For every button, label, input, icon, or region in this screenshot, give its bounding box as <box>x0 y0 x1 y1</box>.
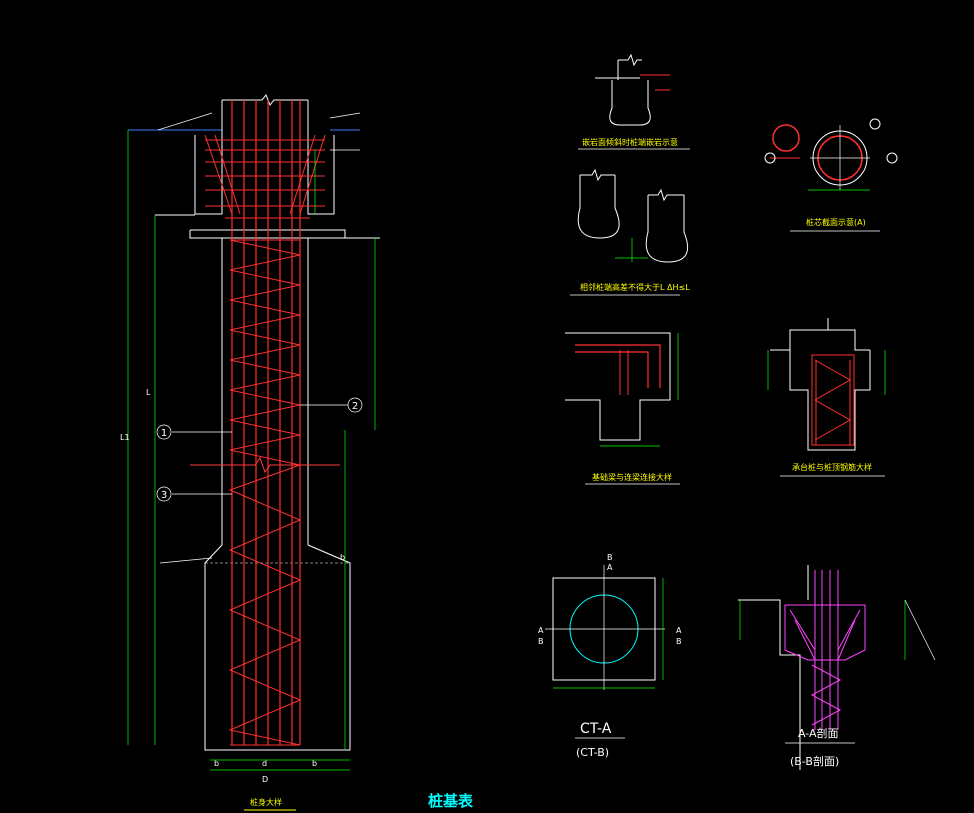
beam-connection-detail: 基础梁与连梁连接大样 <box>565 332 680 485</box>
ct-label-B-right: B <box>676 637 682 646</box>
dim-b-right: b <box>312 759 317 768</box>
ct-b-label: (CT-B) <box>576 746 609 759</box>
section-bb-label: (B-B剖面) <box>790 754 839 768</box>
base-depth-title: 相邻桩端高差不得大于L ΔH≤L <box>580 282 690 292</box>
base-depth-detail: 相邻桩端高差不得大于L ΔH≤L <box>570 168 690 296</box>
dim-b-bell: b <box>340 553 345 562</box>
dim-L1-text: L1 <box>120 433 130 442</box>
ct-label-A-right: A <box>676 626 682 635</box>
section-aa: A-A剖面 (B-B剖面) <box>738 565 936 770</box>
ct-label-B-top: B <box>607 553 613 562</box>
marker-1-text: 1 <box>161 428 167 439</box>
ct-a-label: CT-A <box>580 721 612 737</box>
pile-cap-detail: 承台桩与桩顶钢筋大样 <box>767 318 886 477</box>
ct-label-A-top: A <box>607 563 613 572</box>
ct-a-plan: B A A B A B CT-A (CT-B) <box>538 553 682 759</box>
dim-b-left: b <box>214 759 219 768</box>
main-title: 桩基表 <box>428 792 474 810</box>
ct-label-B-left: B <box>538 637 544 646</box>
pile-detail-title: 桩身大样 <box>250 797 282 807</box>
rock-socket-detail: 嵌岩面倾斜时桩端嵌岩示意 <box>578 53 690 150</box>
section-aa-label: A-A剖面 <box>798 726 839 740</box>
pile-detail: 1 3 2 L1 L b d b D b 桩身大样 <box>120 94 380 811</box>
rock-socket-title: 嵌岩面倾斜时桩端嵌岩示意 <box>582 137 678 147</box>
ring-section-title: 桩芯截面示意(A) <box>806 217 866 227</box>
dim-L-text: L <box>146 388 151 397</box>
marker-3-text: 3 <box>161 490 167 501</box>
pile-cap-title: 承台桩与桩顶钢筋大样 <box>792 462 872 472</box>
ct-label-A-left: A <box>538 626 544 635</box>
marker-2-text: 2 <box>352 401 358 412</box>
dim-d-text: d <box>262 759 267 768</box>
dim-D-text: D <box>262 775 268 784</box>
ring-section-detail: 桩芯截面示意(A) <box>764 118 898 232</box>
beam-connection-title: 基础梁与连梁连接大样 <box>592 472 672 482</box>
